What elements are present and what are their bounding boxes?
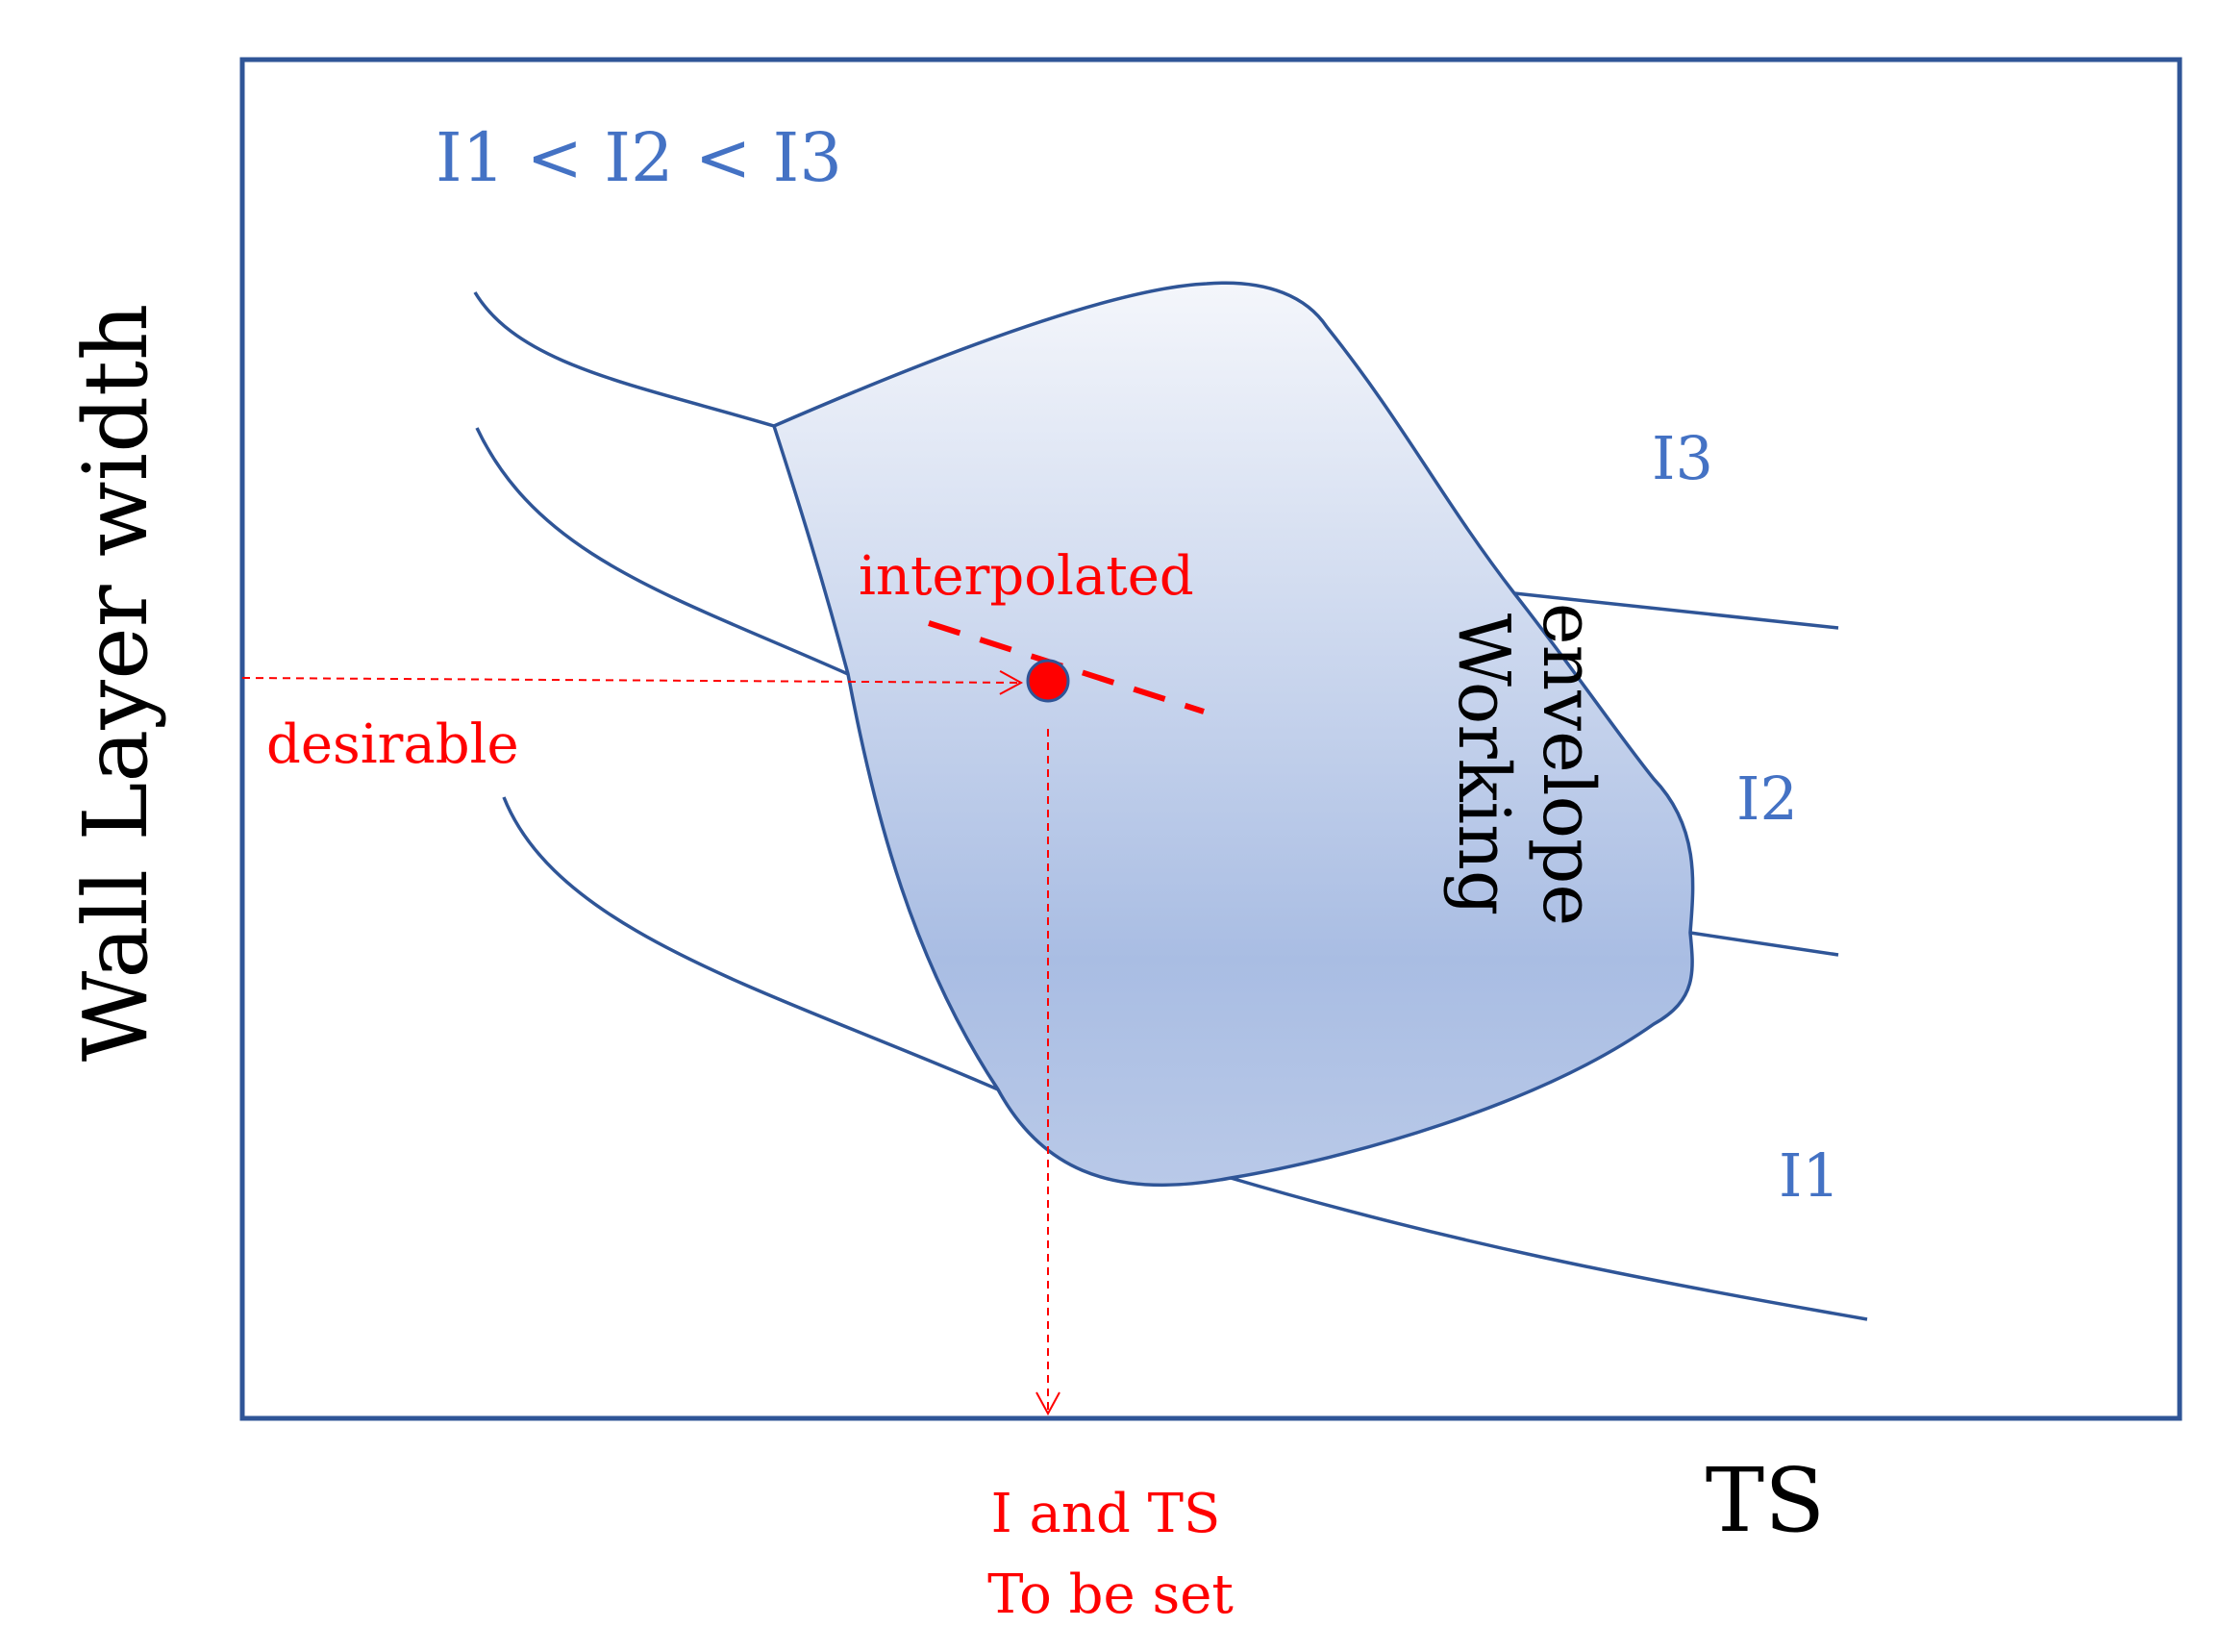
- desirable-label: desirable: [266, 713, 519, 776]
- curve-i3: [473, 291, 1839, 630]
- x-axis-label: TS: [1706, 1449, 1825, 1552]
- curve-order-label: I1 < I2 < I3: [436, 118, 842, 197]
- curve-label-i1: I1: [1779, 1140, 1840, 1211]
- working-envelope-region: [771, 281, 1695, 1188]
- curve-i1-right: [1230, 1176, 1868, 1321]
- result-label-line2: To be set: [987, 1564, 1234, 1626]
- envelope-label-line2: envelope: [1527, 603, 1609, 926]
- interpolation-line: [928, 620, 1205, 714]
- curve-i1: [502, 796, 1868, 1321]
- plot-frame: [239, 57, 2183, 1421]
- curve-i3-right: [1513, 591, 1839, 630]
- curve-i2-left: [475, 427, 849, 676]
- result-label-line1: I and TS: [991, 1483, 1221, 1545]
- envelope-label: Working envelope: [1442, 603, 1609, 926]
- y-axis-label: Wall Layer width: [64, 304, 167, 1062]
- curve-i3-left: [473, 291, 775, 428]
- curve-i2-right: [1689, 931, 1839, 957]
- operating-point-marker: [1026, 659, 1070, 703]
- curve-i1-left: [502, 796, 999, 1091]
- envelope-label-line1: Working: [1442, 613, 1525, 916]
- interpolated-label: interpolated: [859, 545, 1194, 608]
- curve-label-i3: I3: [1652, 423, 1713, 493]
- desirable-guide-arrow: [241, 669, 1024, 695]
- curve-i2: [475, 427, 1839, 957]
- curve-label-i2: I2: [1736, 763, 1798, 834]
